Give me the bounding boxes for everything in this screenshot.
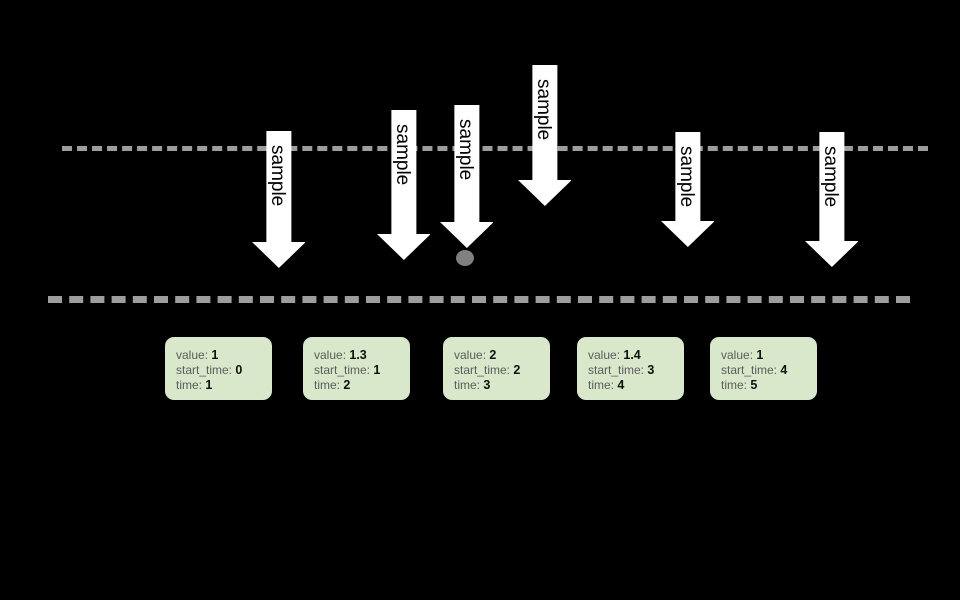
record-field: value: 1	[176, 348, 272, 363]
record-field-value: 3	[647, 363, 655, 377]
record-field-label: value:	[176, 348, 209, 362]
record-field-label: value:	[721, 348, 754, 362]
record-field-value: 5	[750, 378, 758, 392]
record-field-label: time:	[314, 378, 341, 392]
record-field: time: 4	[588, 378, 684, 393]
record-field-value: 2	[489, 348, 497, 362]
down-arrow-icon	[517, 65, 572, 206]
sample-arrow-4: sample	[517, 65, 572, 206]
record-field-value: 2	[513, 363, 521, 377]
sample-arrow-6: sample	[804, 132, 859, 267]
record-field: start_time: 0	[176, 363, 272, 378]
record-field: start_time: 3	[588, 363, 684, 378]
record-field-value: 4	[780, 363, 788, 377]
record-field: time: 3	[454, 378, 550, 393]
upper-timeline-dashed-line	[62, 146, 928, 151]
record-field: value: 1	[721, 348, 817, 363]
record-field: time: 2	[314, 378, 410, 393]
record-field-label: time:	[721, 378, 748, 392]
sample-arrow-5: sample	[660, 132, 715, 247]
record-field-label: time:	[454, 378, 481, 392]
down-arrow-icon	[439, 105, 494, 248]
record-field-label: start_time:	[588, 363, 645, 377]
record-field: value: 1.3	[314, 348, 410, 363]
down-arrow-icon	[251, 131, 306, 268]
record-field-value: 1	[373, 363, 381, 377]
record-field: start_time: 2	[454, 363, 550, 378]
record-field: time: 1	[176, 378, 272, 393]
record-field-label: value:	[314, 348, 347, 362]
sample-dot-marker	[456, 250, 474, 266]
record-field-value: 3	[483, 378, 491, 392]
down-arrow-icon	[660, 132, 715, 247]
record-field: start_time: 1	[314, 363, 410, 378]
record-field-value: 1	[756, 348, 764, 362]
record-field-label: time:	[176, 378, 203, 392]
record-field-label: value:	[454, 348, 487, 362]
record-field-label: value:	[588, 348, 621, 362]
lower-timeline-dashed-line	[48, 296, 910, 303]
record-field: start_time: 4	[721, 363, 817, 378]
record-field-value: 4	[617, 378, 625, 392]
down-arrow-icon	[804, 132, 859, 267]
record-field-label: time:	[588, 378, 615, 392]
record-field-value: 2	[343, 378, 351, 392]
sample-arrow-2: sample	[376, 110, 431, 260]
record-field-label: start_time:	[721, 363, 778, 377]
record-field-value: 1.4	[623, 348, 641, 362]
record-field-label: start_time:	[176, 363, 233, 377]
down-arrow-icon	[376, 110, 431, 260]
record-field-value: 1.3	[349, 348, 367, 362]
sample-arrow-3: sample	[439, 105, 494, 248]
record-field-value: 1	[211, 348, 219, 362]
record-field: time: 5	[721, 378, 817, 393]
record-field: value: 2	[454, 348, 550, 363]
record-field-value: 1	[205, 378, 213, 392]
record-field-label: start_time:	[454, 363, 511, 377]
record-field-value: 0	[235, 363, 243, 377]
record-field-label: start_time:	[314, 363, 371, 377]
record-field: value: 1.4	[588, 348, 684, 363]
sample-arrow-1: sample	[251, 131, 306, 268]
